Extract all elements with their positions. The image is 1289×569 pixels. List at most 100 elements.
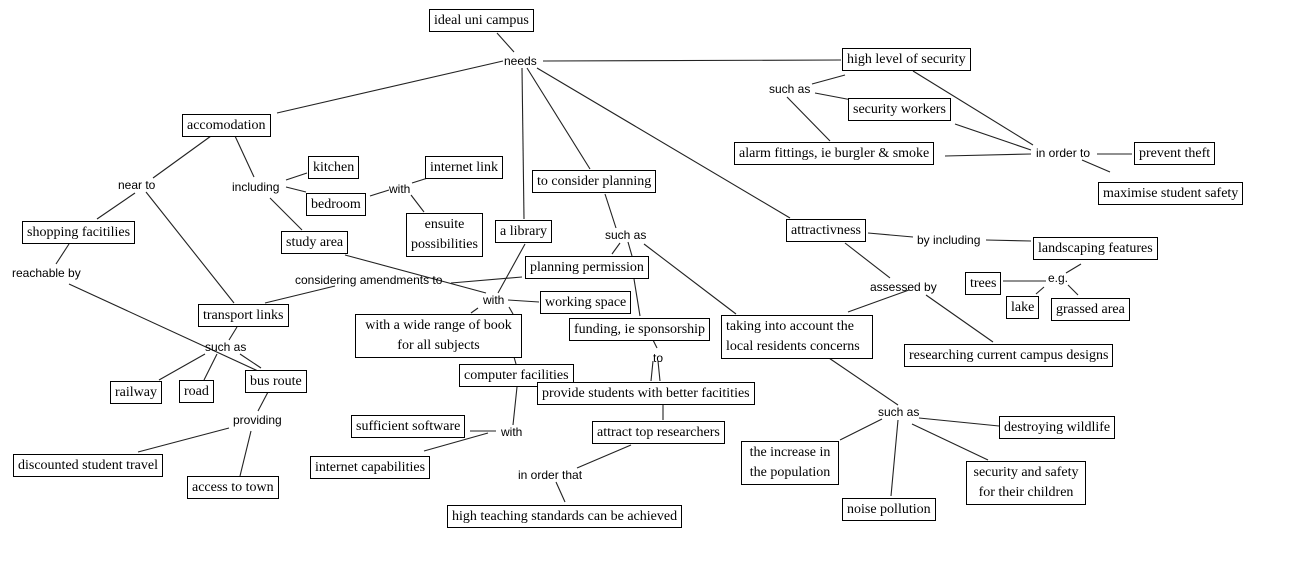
node-children-safety[interactable]: security and safety for their children — [966, 461, 1086, 505]
node-bus-route[interactable]: bus route — [245, 370, 307, 393]
node-trees[interactable]: trees — [965, 272, 1002, 295]
node-high-level-of-security[interactable]: high level of security — [842, 48, 971, 71]
link-with-computer: with — [501, 425, 523, 439]
node-discounted-student-travel[interactable]: discounted student travel — [13, 454, 163, 477]
node-internet-link[interactable]: internet link — [425, 156, 504, 179]
node-ideal-uni-campus[interactable]: ideal uni campus — [429, 9, 534, 32]
connector-line — [369, 189, 390, 197]
connector-line — [604, 193, 617, 229]
node-internet-capabilities[interactable]: internet capabilities — [310, 456, 431, 479]
connector-line — [844, 242, 891, 279]
node-study-area[interactable]: study area — [281, 231, 349, 254]
connector-line — [657, 360, 661, 382]
link-including: including — [232, 180, 280, 194]
node-lake[interactable]: lake — [1006, 296, 1040, 319]
connector-line — [257, 391, 269, 412]
node-destroying-wildlife[interactable]: destroying wildlife — [999, 416, 1116, 439]
node-local-residents-concerns[interactable]: taking into account the local residents … — [721, 315, 873, 359]
connector-line — [985, 239, 1032, 242]
connector-line — [158, 353, 206, 381]
node-landscaping-features[interactable]: landscaping features — [1033, 237, 1158, 260]
node-attract-top-researchers[interactable]: attract top researchers — [592, 421, 725, 444]
node-funding-sponsorship[interactable]: funding, ie sponsorship — [569, 318, 711, 341]
node-alarm-fittings[interactable]: alarm fittings, ie burgler & smoke — [734, 142, 935, 165]
connector-line — [508, 306, 514, 315]
node-researching-campus-designs[interactable]: researching current campus designs — [904, 344, 1114, 367]
connector-line — [847, 289, 910, 313]
connector-line — [786, 96, 831, 142]
connector-line — [228, 326, 238, 341]
link-near-to: near to — [118, 178, 156, 192]
node-text-line: the increase in — [749, 445, 831, 460]
link-considering-amendments: considering amendments to — [295, 273, 443, 287]
link-providing: providing — [233, 413, 282, 427]
connector-line — [239, 430, 252, 477]
node-provide-better-facilities[interactable]: provide students with better facitities — [537, 382, 755, 405]
connector-line — [269, 197, 303, 231]
node-ensuite-possibilities[interactable]: ensuite possibilities — [406, 213, 483, 257]
node-road[interactable]: road — [179, 380, 214, 403]
node-accomodation[interactable]: accomodation — [182, 114, 271, 137]
connector-line — [650, 360, 654, 382]
node-shopping-facilities[interactable]: shopping facitilies — [22, 221, 136, 244]
link-in-order-that: in order that — [518, 468, 583, 482]
connector-line — [410, 194, 425, 213]
node-grassed-area[interactable]: grassed area — [1051, 298, 1130, 321]
node-noise-pollution[interactable]: noise pollution — [842, 498, 936, 521]
node-security-workers[interactable]: security workers — [848, 98, 951, 121]
connector-line — [55, 243, 70, 265]
node-railway[interactable]: railway — [110, 381, 162, 404]
link-reachable-by: reachable by — [12, 266, 81, 280]
connector-line — [536, 67, 791, 219]
node-bedroom[interactable]: bedroom — [306, 193, 366, 216]
connector-line — [912, 70, 1034, 146]
node-text-line: for their children — [978, 485, 1074, 500]
node-wide-range-of-books[interactable]: with a wide range of book for all subjec… — [355, 314, 522, 358]
node-kitchen[interactable]: kitchen — [308, 156, 360, 179]
connector-line — [925, 294, 994, 343]
connector-line — [96, 192, 136, 220]
connector-line — [1081, 159, 1111, 173]
link-with-bedroom: with — [389, 182, 411, 196]
node-text-line: possibilities — [411, 237, 478, 252]
node-planning-permission[interactable]: planning permission — [525, 256, 649, 279]
connector-line — [203, 353, 218, 381]
node-maximise-student-safety[interactable]: maximise student safety — [1098, 182, 1244, 205]
node-prevent-theft[interactable]: prevent theft — [1134, 142, 1216, 165]
connector-line — [890, 419, 899, 497]
connector-line — [627, 241, 633, 257]
node-sufficient-software[interactable]: sufficient software — [351, 415, 466, 438]
connector-line — [264, 285, 336, 304]
connector-line — [954, 123, 1032, 151]
connector-line — [285, 172, 308, 181]
node-population-increase[interactable]: the increase in the population — [741, 441, 839, 485]
connector-line — [423, 432, 489, 452]
node-working-space[interactable]: working space — [540, 291, 632, 314]
connector-line — [867, 232, 914, 238]
node-high-teaching-standards[interactable]: high teaching standards can be achieved — [447, 505, 683, 528]
connector-line — [811, 74, 846, 85]
node-access-to-town[interactable]: access to town — [187, 476, 279, 499]
link-to: to — [653, 351, 664, 365]
node-text-line: security and safety — [973, 465, 1079, 480]
connector-line — [643, 243, 737, 315]
connector-line — [1035, 286, 1045, 295]
connector-line — [633, 278, 641, 317]
connector-line — [234, 135, 255, 178]
node-a-library[interactable]: a library — [495, 220, 553, 243]
connector-line — [512, 386, 518, 426]
node-to-consider-planning[interactable]: to consider planning — [532, 170, 657, 193]
node-attractivness[interactable]: attractivness — [786, 219, 866, 242]
connector-line — [1067, 284, 1079, 296]
connector-line — [521, 67, 525, 220]
connector-line — [918, 417, 1000, 427]
link-such-as-concerns: such as — [878, 405, 920, 419]
node-text-line: local residents concerns — [726, 339, 860, 354]
connector-line — [944, 153, 1032, 157]
connector-line — [496, 32, 515, 53]
connector-line — [526, 67, 591, 170]
node-computer-facilities[interactable]: computer facilities — [459, 364, 574, 387]
node-transport-links[interactable]: transport links — [198, 304, 289, 327]
link-needs: needs — [504, 54, 537, 68]
